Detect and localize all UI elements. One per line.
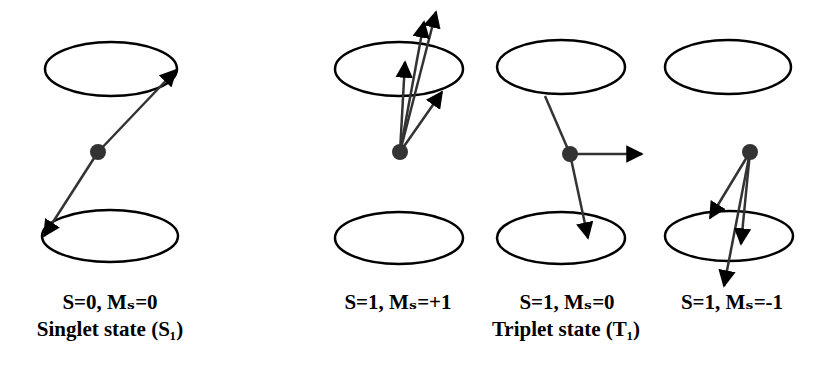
- state-label: S=0, Mₛ=0: [62, 291, 157, 314]
- electron-dots: [90, 144, 758, 162]
- state-label: Singlet state (S₁): [37, 318, 183, 341]
- precession-cones: [42, 40, 793, 264]
- state-label: Triplet state (T₁): [492, 318, 640, 341]
- spin-vectors: [44, 12, 750, 286]
- state-label: S=1, Mₛ=+1: [344, 291, 451, 314]
- state-label: S=1, Mₛ=0: [519, 291, 614, 314]
- state-label: S=1, Mₛ=-1: [681, 291, 783, 314]
